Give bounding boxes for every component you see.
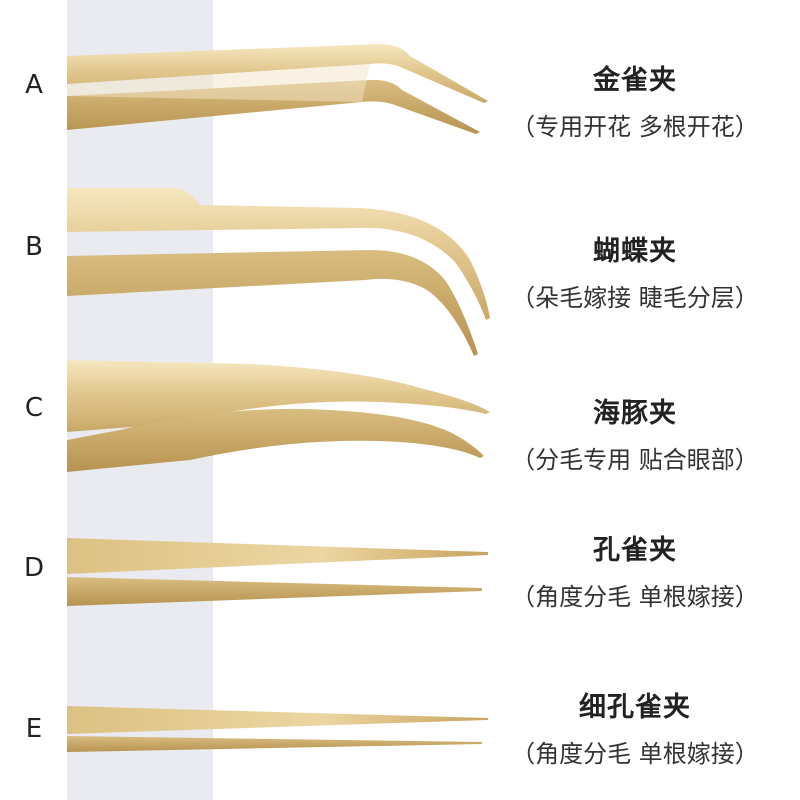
label-d: 孔雀夹 （角度分毛 单根嫁接）	[500, 534, 770, 612]
item-name: 孔雀夹	[593, 535, 677, 566]
item-desc: （角度分毛 单根嫁接）	[511, 740, 759, 768]
tweezer-a-icon	[67, 44, 488, 134]
tweezer-c-icon	[67, 360, 490, 472]
item-desc: （角度分毛 单根嫁接）	[511, 583, 759, 611]
item-desc: （专用开花 多根开花）	[511, 113, 759, 141]
item-name: 细孔雀夹	[579, 692, 691, 723]
letter-e: E	[25, 714, 43, 744]
label-e: 细孔雀夹 （角度分毛 单根嫁接）	[500, 691, 770, 769]
label-c: 海豚夹 （分毛专用 贴合眼部）	[500, 397, 770, 475]
letter-b: B	[25, 232, 43, 262]
label-a: 金雀夹 （专用开花 多根开花）	[500, 64, 770, 142]
tweezer-d-icon	[67, 538, 488, 606]
letter-a: A	[25, 70, 43, 100]
item-name: 金雀夹	[593, 65, 677, 96]
item-desc: （分毛专用 贴合眼部）	[511, 446, 759, 474]
item-desc: （朵毛嫁接 睫毛分层）	[511, 284, 759, 312]
tweezer-e-icon	[67, 706, 488, 752]
label-b: 蝴蝶夹 （朵毛嫁接 睫毛分层）	[500, 235, 770, 313]
item-name: 海豚夹	[593, 398, 677, 429]
letter-d: D	[23, 553, 45, 583]
letter-c: C	[24, 393, 44, 423]
tweezer-b-icon	[67, 188, 490, 356]
item-name: 蝴蝶夹	[593, 236, 677, 267]
